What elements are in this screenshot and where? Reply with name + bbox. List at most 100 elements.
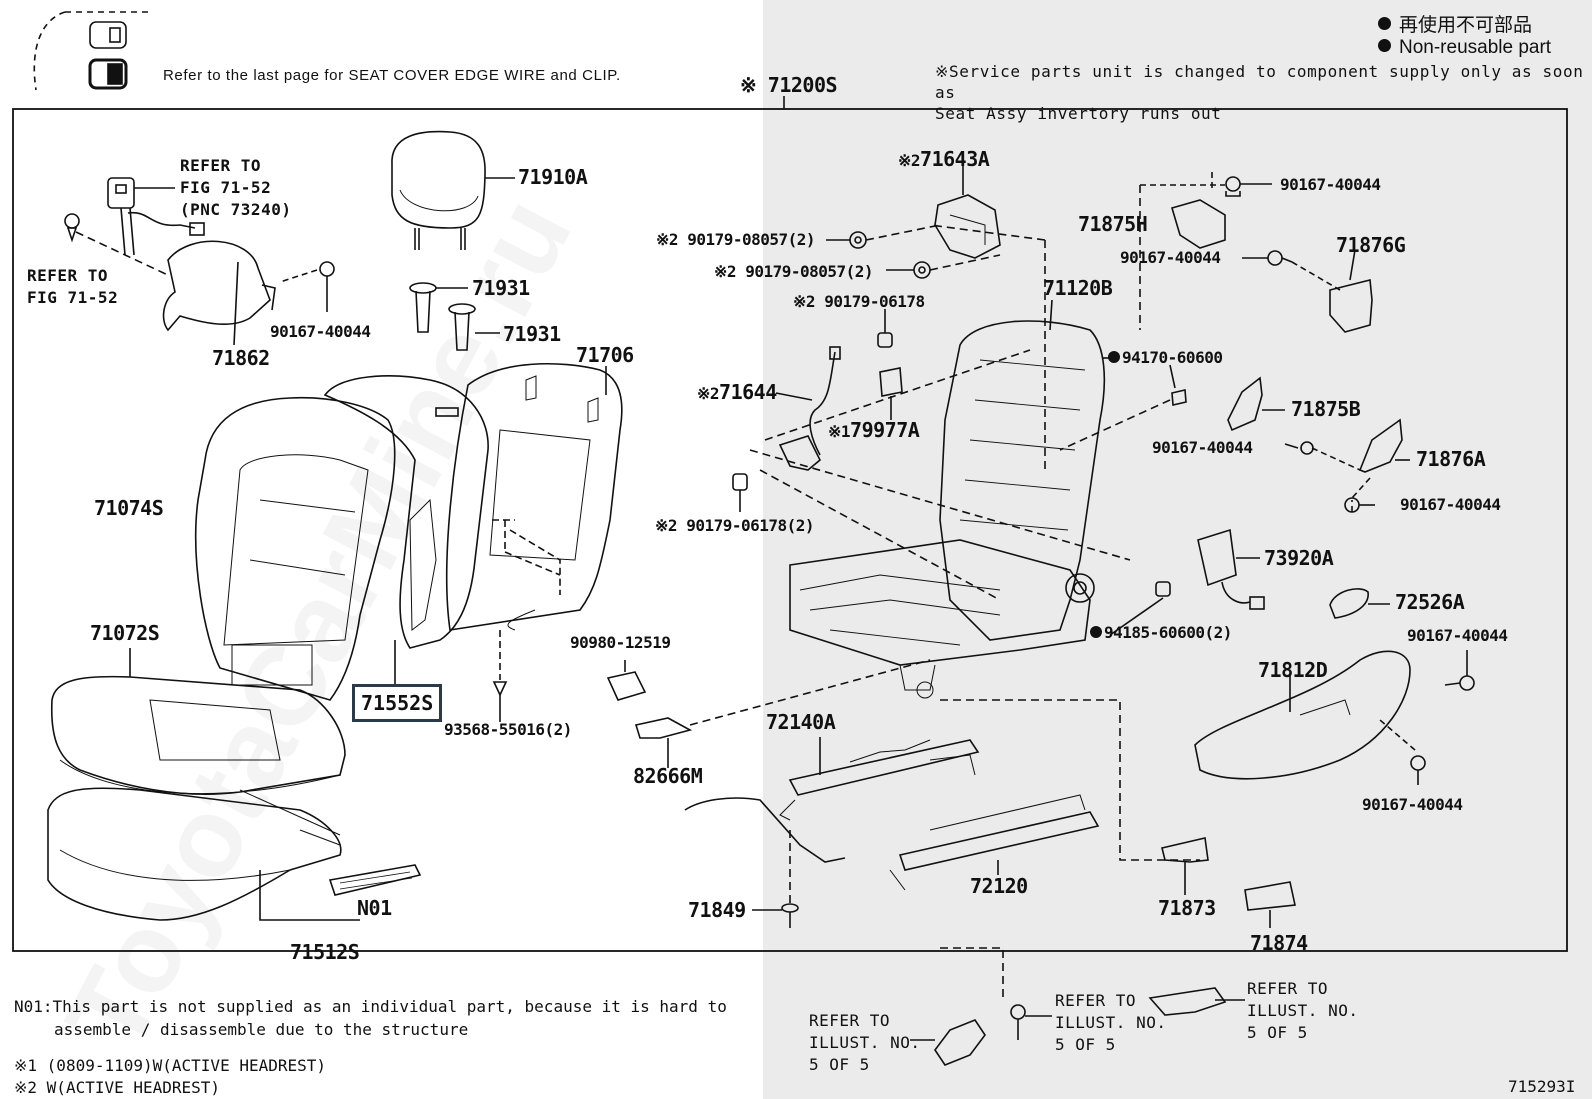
part-71643A[interactable]: ※271643A <box>898 147 990 171</box>
refer-fig-7152[interactable]: REFER TO FIG 71-52 <box>27 265 118 309</box>
filled-dot-icon <box>1378 17 1391 31</box>
note-mark2: ※2 W(ACTIVE HEADREST) <box>14 1078 221 1097</box>
refer-illust-c[interactable]: REFER TO ILLUST. NO. 5 OF 5 <box>1247 978 1358 1044</box>
nut-icon-a <box>849 231 867 249</box>
part-71512S[interactable]: 71512S <box>290 940 360 964</box>
shaded-area <box>763 0 1592 1099</box>
part-94170-60600[interactable]: 94170-60600 <box>1108 348 1223 367</box>
part-90179-06178-2[interactable]: ※2 90179-06178(2) <box>655 516 815 535</box>
part-71873[interactable]: 71873 <box>1158 896 1216 920</box>
service-note-line1: ※Service parts unit is changed to compon… <box>935 62 1584 102</box>
part-N01[interactable]: N01 <box>357 896 392 920</box>
refer-fig-7152-pnc[interactable]: REFER TO FIG 71-52 (PNC 73240) <box>180 155 291 221</box>
part-71120B[interactable]: 71120B <box>1043 276 1113 300</box>
clip-small-icon <box>64 213 80 243</box>
track-72140A-icon <box>779 739 980 821</box>
part-71876A[interactable]: 71876A <box>1416 447 1486 471</box>
knob-72526A-icon <box>1329 588 1369 619</box>
part-71644[interactable]: ※271644 <box>697 382 777 402</box>
refer-line: FIG 71-52 <box>27 288 119 307</box>
part-71874[interactable]: 71874 <box>1250 931 1308 955</box>
main-assembly-label: ※ 71200S <box>740 73 838 97</box>
part-71552S-highlighted[interactable]: 71552S <box>352 684 443 722</box>
part-72526A[interactable]: 72526A <box>1395 590 1465 614</box>
legend-en-text: Non-reusable part <box>1399 37 1552 58</box>
cover-71875B-icon <box>1227 376 1263 432</box>
non-reusable-dot-icon <box>1108 350 1120 363</box>
bolt-icon-b <box>1225 176 1241 197</box>
part-71910A[interactable]: 71910A <box>518 165 588 189</box>
part-71706[interactable]: 71706 <box>576 343 634 367</box>
part-71849[interactable]: 71849 <box>688 898 746 922</box>
refer-line: REFER TO <box>27 266 109 285</box>
track-72120-icon <box>889 794 1100 891</box>
screw-icon-refer <box>1010 1004 1026 1040</box>
part-71875H[interactable]: 71875H <box>1078 212 1148 236</box>
bolt-icon-f <box>1444 675 1475 691</box>
part-90167-40044-c[interactable]: 90167-40044 <box>1120 248 1221 267</box>
nut-icon-b <box>913 261 931 279</box>
part-94185-60600[interactable]: 94185-60600(2) <box>1090 625 1232 641</box>
cover-refer-icon-c <box>1148 987 1227 1016</box>
part-90167-40044-e[interactable]: 90167-40044 <box>1400 495 1501 514</box>
nut-icon-94185 <box>1155 581 1171 597</box>
nut-icon-d <box>732 473 748 491</box>
part-93568-55016[interactable]: 93568-55016(2) <box>444 720 572 739</box>
refer-line: REFER TO <box>180 156 262 175</box>
clip-icon-filled <box>88 58 128 90</box>
legend-en: Non-reusable part <box>1378 37 1551 59</box>
legend-arc <box>33 11 66 91</box>
mark-2: ※2 <box>697 384 720 403</box>
part-71875B[interactable]: 71875B <box>1291 397 1361 421</box>
part-71074S[interactable]: 71074S <box>94 496 164 520</box>
legend-jp: 再使用不可部品 <box>1378 10 1532 37</box>
part-73920A[interactable]: 73920A <box>1264 546 1334 570</box>
part-71931-b[interactable]: 71931 <box>503 322 561 346</box>
note-mark1: ※1 (0809-1109)W(ACTIVE HEADREST) <box>14 1056 327 1075</box>
part-90167-40044-g[interactable]: 90167-40044 <box>1362 795 1463 814</box>
part-90167-40044-f[interactable]: 90167-40044 <box>1407 626 1508 645</box>
part-72140A[interactable]: 72140A <box>766 710 836 734</box>
refer-illust-b[interactable]: REFER TO ILLUST. NO. 5 OF 5 <box>1055 990 1166 1056</box>
part-82666M[interactable]: 82666M <box>633 764 703 788</box>
part-71072S[interactable]: 71072S <box>90 621 160 645</box>
part-90179-06178[interactable]: ※2 90179-06178 <box>793 294 925 310</box>
part-71862[interactable]: 71862 <box>212 346 270 370</box>
refer-line: REFER TO <box>809 1011 891 1030</box>
part-71812D[interactable]: 71812D <box>1258 658 1328 682</box>
part-71876G[interactable]: 71876G <box>1336 233 1406 257</box>
refer-line: REFER TO <box>1055 991 1137 1010</box>
part-number: 90179-08057(2) <box>687 230 816 249</box>
note-n01-line2: assemble / disassemble due to the struct… <box>54 1020 469 1039</box>
mark-2: ※2 <box>655 516 678 535</box>
cable-71644-icon <box>778 346 841 471</box>
pin-icon <box>492 681 508 712</box>
part-90980-12519[interactable]: 90980-12519 <box>570 633 671 652</box>
part-90179-08057-b[interactable]: ※2 90179-08057(2) <box>714 262 874 281</box>
cover-71876G-icon <box>1329 278 1373 333</box>
mark-2: ※2 <box>714 262 737 281</box>
cover-71875H-icon <box>1171 199 1226 249</box>
part-number: 94170-60600 <box>1122 348 1223 367</box>
bracket-71873-icon <box>1161 837 1209 863</box>
sensor-79977A-icon <box>879 367 903 397</box>
back-board-icon <box>445 362 623 631</box>
cushion-cover-icon <box>50 675 346 836</box>
wire-71849-icon <box>684 797 846 863</box>
headrest-guide-icon-2 <box>448 303 476 351</box>
bolt-icon-e <box>1344 497 1375 513</box>
part-number: 71643A <box>920 147 990 171</box>
refer-illust-a[interactable]: REFER TO ILLUST. NO. 5 OF 5 <box>809 1010 920 1076</box>
belt-cover-icon <box>162 240 276 346</box>
part-90167-40044-a[interactable]: 90167-40044 <box>270 322 371 341</box>
part-90167-40044-d[interactable]: 90167-40044 <box>1152 438 1253 457</box>
part-90167-40044-b[interactable]: 90167-40044 <box>1280 175 1381 194</box>
part-number: 90179-06178(2) <box>686 516 815 535</box>
part-71931-a[interactable]: 71931 <box>472 276 530 300</box>
bracket-82666M-icon <box>634 717 693 768</box>
part-79977A[interactable]: ※179977A <box>828 420 920 440</box>
part-72120[interactable]: 72120 <box>970 874 1028 898</box>
mark-2: ※2 <box>656 230 679 249</box>
part-90179-08057-a[interactable]: ※2 90179-08057(2) <box>656 230 816 249</box>
